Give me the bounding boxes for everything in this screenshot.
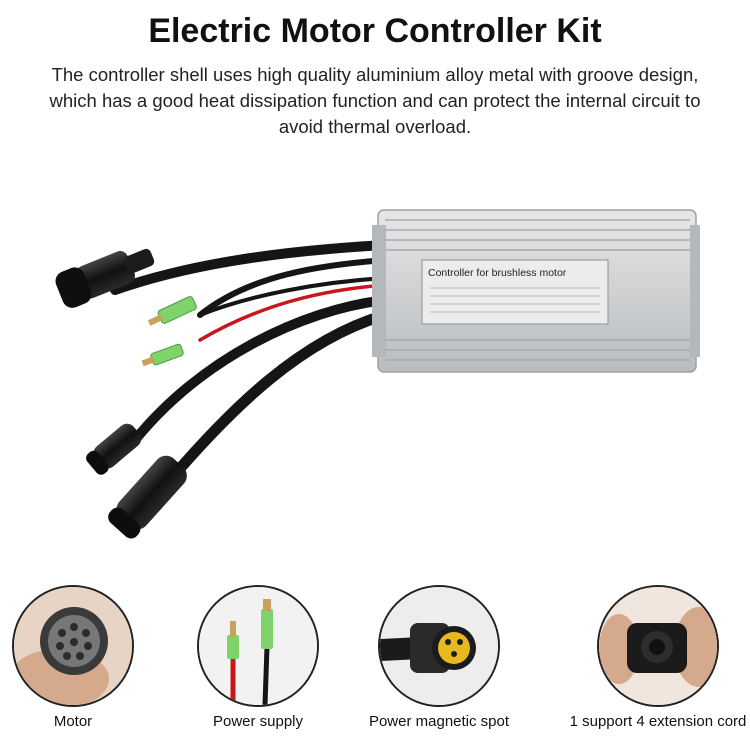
feature-thumbnails: Motor Power supply <box>0 585 750 745</box>
feature-magnetic-spot: Power magnetic spot <box>369 585 509 745</box>
feature-caption: Motor <box>53 713 93 730</box>
magnetic-spot-icon <box>378 585 500 707</box>
motor-connector-icon <box>12 585 134 707</box>
feature-caption: Power magnetic spot <box>368 713 510 730</box>
feature-caption: Power supply <box>212 713 304 730</box>
power-connector-upper <box>147 296 197 326</box>
signal-plug <box>86 423 142 475</box>
controller-housing <box>372 209 700 373</box>
feature-motor: Motor <box>8 585 138 745</box>
motor-plug <box>55 248 155 308</box>
controller-illustration <box>55 209 700 539</box>
feature-caption: 1 support 4 extension cord <box>569 713 747 730</box>
power-supply-icon <box>197 585 319 707</box>
power-connector-lower <box>141 343 184 367</box>
controller-label-heading: Controller for brushless motor <box>428 267 567 279</box>
feature-extension-cord: 1 support 4 extension cord <box>570 585 746 745</box>
extension-plug <box>108 455 187 539</box>
cable-bundle <box>110 240 391 486</box>
feature-power-supply: Power supply <box>193 585 323 745</box>
page-title: Electric Motor Controller Kit <box>148 12 602 50</box>
product-image: Controller for brushless motor <box>0 190 750 550</box>
product-description: The controller shell uses high quality a… <box>49 64 701 137</box>
extension-cord-icon <box>597 585 719 707</box>
